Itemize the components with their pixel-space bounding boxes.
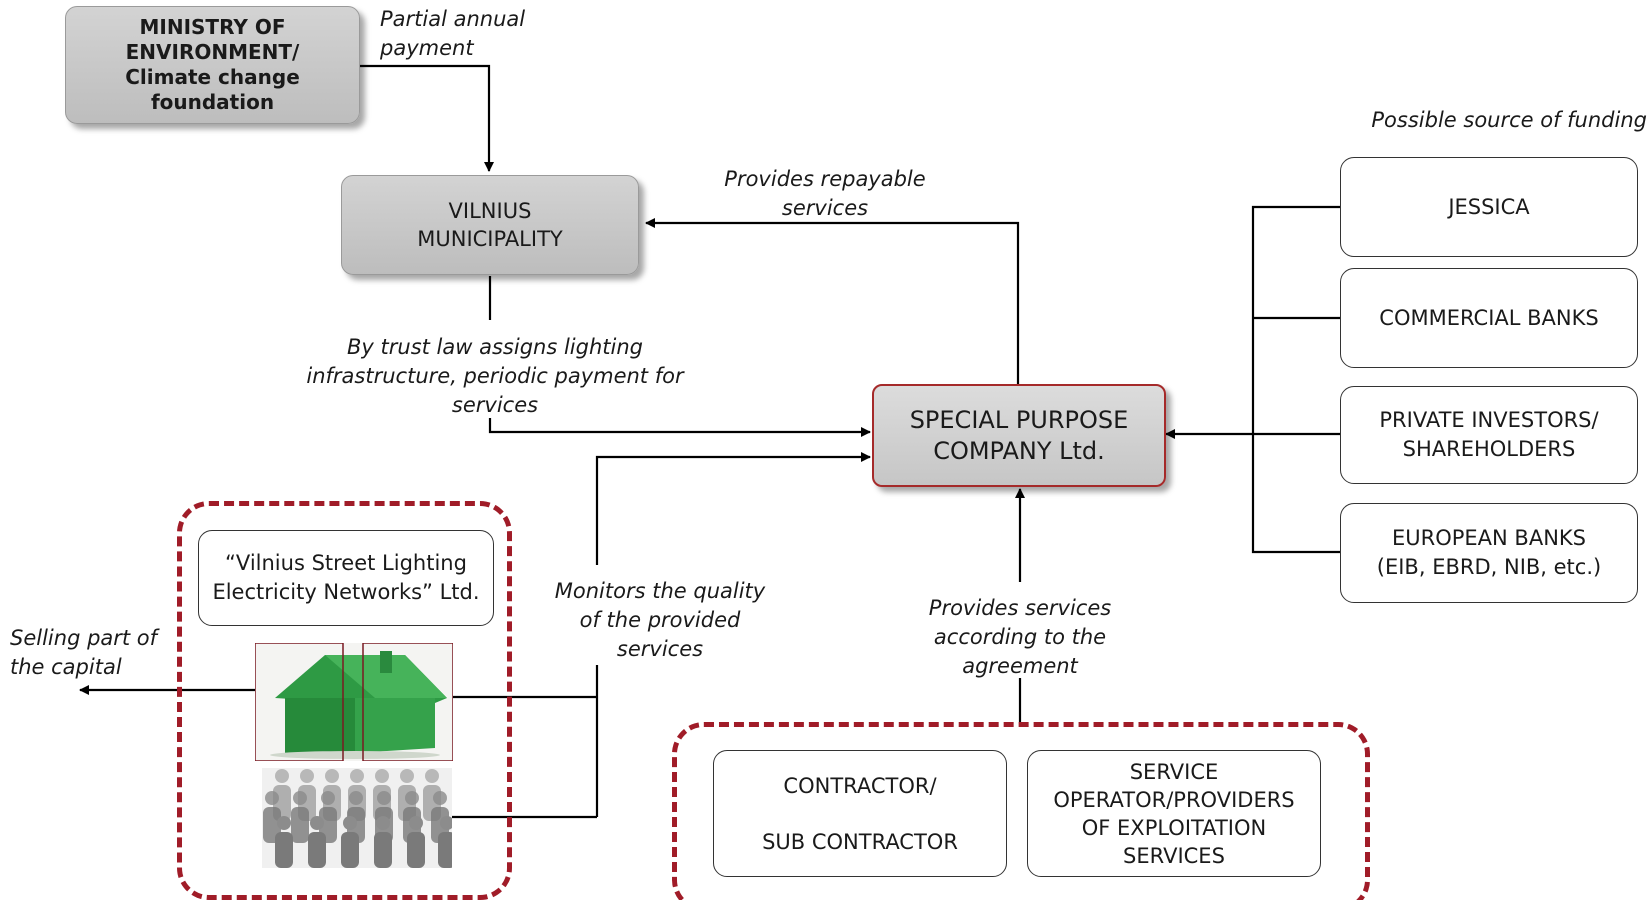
contractors-group	[672, 722, 1370, 900]
special-purpose-company-node: SPECIAL PURPOSE COMPANY Ltd.	[872, 384, 1166, 487]
partial-payment-label: Partial annual payment	[380, 7, 526, 60]
provides-services-label: Provides services according to the agree…	[928, 596, 1112, 678]
arrow-monitor-to-spc	[595, 452, 871, 565]
arrow-ministry-to-municipality	[360, 64, 494, 172]
funding-bracket	[1251, 205, 1340, 554]
arrow-municipality-to-spc	[488, 418, 871, 437]
repayable-services-label: Provides repayable services	[724, 167, 926, 220]
vilnius-lighting-node: “Vilnius Street Lighting Electricity Net…	[198, 530, 494, 626]
arrow-spc-to-municipality	[645, 218, 1020, 384]
selling-capital-label: Selling part of the capital	[10, 626, 158, 679]
private-investors-node: PRIVATE INVESTORS/ SHAREHOLDERS	[1340, 386, 1638, 484]
crowd-of-people-icon	[262, 768, 452, 868]
municipality-node: VILNIUS MUNICIPALITY	[341, 175, 639, 275]
green-house-icon	[255, 643, 453, 761]
lighting-company-group	[177, 501, 512, 900]
jessica-node: JESSICA	[1340, 157, 1638, 257]
european-banks-node: EUROPEAN BANKS (EIB, EBRD, NIB, etc.)	[1340, 503, 1638, 603]
monitors-quality-label: Monitors the quality of the provided ser…	[554, 579, 766, 661]
contractor-node: CONTRACTOR/ SUB CONTRACTOR	[713, 750, 1007, 877]
funding-source-label: Possible source of funding	[1371, 108, 1647, 132]
ministry-node: MINISTRY OF ENVIRONMENT/ Climate change …	[65, 6, 360, 124]
commercial-banks-node: COMMERCIAL BANKS	[1340, 268, 1638, 368]
service-operator-node: SERVICE OPERATOR/PROVIDERS OF EXPLOITATI…	[1027, 750, 1321, 877]
trust-law-label: By trust law assigns lighting infrastruc…	[306, 335, 684, 417]
